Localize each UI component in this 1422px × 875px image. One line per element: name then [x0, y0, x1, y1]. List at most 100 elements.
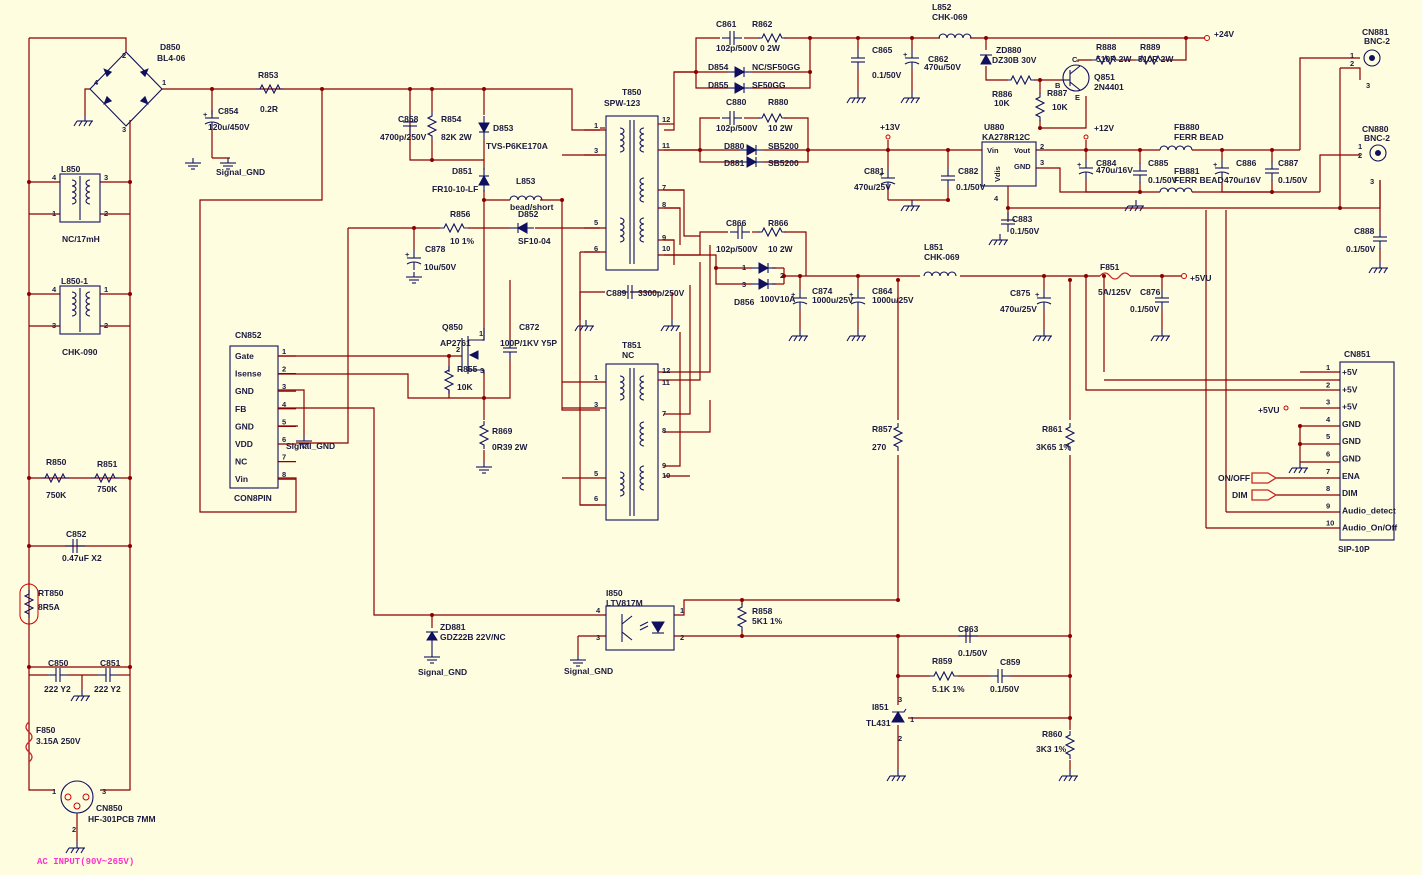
pin-number: 2: [680, 633, 684, 642]
thermistor-rt850: RT850 8R5A: [19, 583, 64, 625]
component-label: SF50GG: [752, 80, 786, 90]
component-label: D855: [708, 80, 729, 90]
signal-gnd-cn852: Signal_GND: [286, 435, 335, 451]
component-label: D854: [708, 62, 729, 72]
component-label: 100V10A: [760, 294, 795, 304]
component-label: Signal_GND: [418, 667, 467, 677]
pin-number: 1: [52, 209, 56, 218]
resistor-r860: R860 3K3 1%: [1036, 729, 1079, 782]
component-label: C859: [1000, 657, 1021, 667]
pin-number: 5: [594, 469, 598, 478]
capacitor-c854: C854 120u/450V Signal_GND: [184, 106, 265, 177]
component-label: 120u/450V: [208, 122, 250, 132]
cn851-pin-label: DIM: [1342, 488, 1358, 498]
component-label: 0R39 2W: [492, 442, 528, 452]
component-label: R850: [46, 457, 67, 467]
mosfet-q850: Q850 AP2761 213: [440, 322, 485, 375]
component-label: FERR BEAD: [1174, 175, 1224, 185]
component-label: bead/short: [510, 202, 554, 212]
component-label: 1000u/25V: [812, 295, 854, 305]
component-label: CON8PIN: [234, 493, 272, 503]
pin-number: 3: [594, 400, 598, 409]
component-label: 3K65 1%: [1036, 442, 1071, 452]
capacitor-c874: C874 1000u/25V: [788, 286, 854, 342]
pin-number: 6: [594, 494, 598, 503]
component-label: 222 Y2: [44, 684, 71, 694]
pin-number: 1: [162, 78, 166, 87]
component-label: C874: [812, 286, 833, 296]
ferrite-fb880: FB880 FERR BEAD: [1159, 122, 1224, 151]
cn851-pin-number: 6: [1326, 450, 1330, 459]
capacitor-c889: C889 3300p/250V: [574, 284, 685, 332]
pin-number: 4: [596, 606, 601, 615]
component-label: L852: [932, 2, 952, 12]
component-label: R866: [768, 218, 789, 228]
component-label: ZD880: [996, 45, 1022, 55]
capacitor-c858: C858 4700p/250V: [380, 113, 427, 142]
component-label: L853: [516, 176, 536, 186]
component-label: L851: [924, 242, 944, 252]
component-label: R855: [457, 364, 478, 374]
component-label: 100P/1KV Y5P: [500, 338, 557, 348]
component-label: +24V: [1214, 29, 1234, 39]
cn852-pin-number: 8: [282, 470, 286, 479]
junctions: [27, 36, 1342, 720]
component-label: 222 Y2: [94, 684, 121, 694]
cn852-pin-label: GND: [235, 421, 254, 431]
zener-zd880: ZD880 DZ30B 30V: [980, 45, 1037, 65]
bnc-cn880: CN880 BNC-2 123: [1358, 124, 1390, 186]
component-label: FB880: [1174, 122, 1200, 132]
component-label: CHK-069: [924, 252, 960, 262]
cn851-pin-label: ENA: [1342, 471, 1360, 481]
pin-number: 9: [662, 461, 666, 470]
component-label: D881: [724, 158, 745, 168]
resistor-r889: R889 510R 2W: [1135, 42, 1174, 65]
pin-number: 3: [898, 695, 902, 704]
pin-number: 3: [1366, 81, 1370, 90]
pin-number: 3: [1040, 158, 1044, 167]
component-label: +12V: [1094, 123, 1114, 133]
component-label: R860: [1042, 729, 1063, 739]
component-label: D853: [493, 123, 514, 133]
pin-number: 1: [1350, 51, 1354, 60]
resistor-r855: R855 10K: [444, 364, 478, 395]
resistor-r887: R887 10K: [1035, 88, 1068, 122]
cn852-pin-label: Vin: [235, 474, 248, 484]
pin-number: 5: [594, 218, 598, 227]
capacitor-c851: C851 222 Y2: [29, 658, 130, 702]
component-label: AP2761: [440, 338, 471, 348]
cn851-pin-number: 4: [1326, 415, 1331, 424]
capacitor-c881: C881 470u/25V: [854, 166, 921, 212]
component-label: RT850: [38, 588, 64, 598]
capacitor-c866: C866 102p/500V: [716, 218, 758, 254]
component-label: C866: [726, 218, 747, 228]
component-label: D880: [724, 141, 745, 151]
component-label: U880: [984, 122, 1005, 132]
pin-number: 2: [1358, 151, 1362, 160]
bead-l853: L853 bead/short: [509, 176, 554, 212]
component-label: C876: [1140, 287, 1161, 297]
ferrite-fb881: FB881 FERR BEAD: [1159, 166, 1224, 193]
component-label: Signal_GND: [564, 666, 613, 676]
component-label: 102p/500V: [716, 244, 758, 254]
bnc-cn881: CN881 BNC-2 123: [1350, 27, 1390, 90]
component-label: TL431: [866, 718, 891, 728]
d850-value: BL4-06: [157, 53, 186, 63]
component-label: C882: [958, 166, 979, 176]
pin-number: Vout: [1014, 146, 1031, 155]
component-label: C887: [1278, 158, 1299, 168]
capacitor-c872: C872 100P/1KV Y5P: [500, 322, 557, 361]
component-label: CN851: [1344, 349, 1371, 359]
component-label: C854: [218, 106, 239, 116]
component-label: 3300p/250V: [638, 288, 685, 298]
component-label: HF-301PCB 7MM: [88, 814, 156, 824]
cn851-pin-label: GND: [1342, 436, 1361, 446]
resistor-r857: R857 270: [872, 422, 903, 452]
component-label: F850: [36, 725, 56, 735]
component-label: 0.1/50V: [1130, 304, 1160, 314]
component-label: C850: [48, 658, 69, 668]
component-label: 470u/50V: [924, 62, 961, 72]
component-label: T851: [622, 340, 642, 350]
component-label: 0.2R: [260, 104, 278, 114]
